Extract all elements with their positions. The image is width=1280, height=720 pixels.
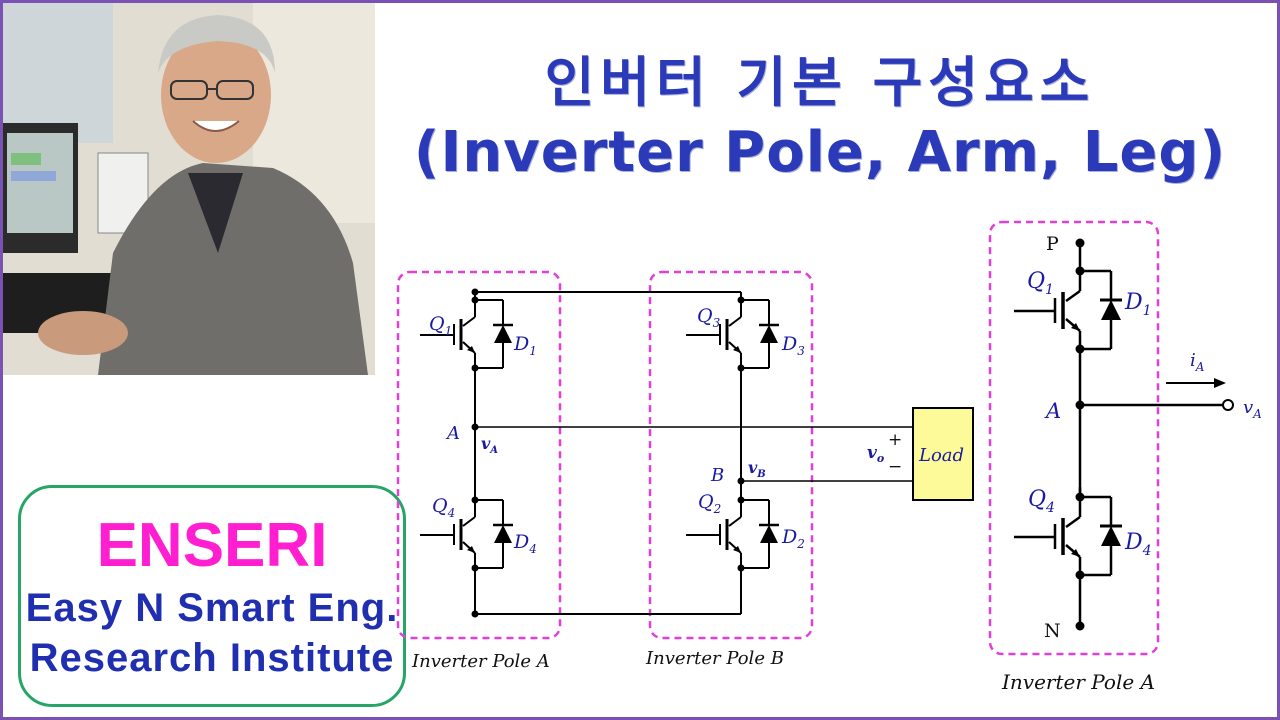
label-d3: D3	[781, 333, 805, 358]
label-vb: vB	[748, 458, 766, 480]
label-ia: iA	[1190, 350, 1205, 374]
label-node-b: B	[710, 465, 724, 486]
label-vo: vo	[867, 443, 884, 465]
title-english: (Inverter Pole, Arm, Leg)	[413, 120, 1227, 185]
label-node-a: A	[445, 423, 460, 444]
switch-q3	[684, 290, 781, 373]
label-output-va: vA	[1243, 397, 1262, 421]
pole-a-dashed-box	[396, 270, 562, 640]
label-d1: D1	[513, 333, 537, 358]
label-q4: Q4	[432, 495, 455, 520]
load-label: Load	[918, 445, 964, 466]
logo-name: ENSERI	[96, 511, 328, 580]
load-plus: +	[888, 430, 902, 450]
load-box	[912, 407, 974, 501]
single-label-q4: Q4	[1028, 487, 1055, 516]
load-minus: −	[888, 457, 902, 477]
single-label-d4: D4	[1124, 530, 1152, 559]
label-d2: D2	[781, 526, 805, 551]
caption-pole-b: Inverter Pole B	[645, 648, 784, 669]
label-p: P	[1046, 233, 1059, 255]
label-q1: Q1	[429, 313, 452, 338]
pole-b-dashed-box	[648, 270, 814, 640]
enseri-logo-box: ENSERI Easy N Smart Eng. Research Instit…	[18, 485, 406, 707]
output-terminal	[1222, 399, 1234, 411]
label-n: N	[1044, 620, 1061, 642]
single-label-node-a: A	[1044, 399, 1061, 423]
single-pole-dashed-box	[988, 220, 1160, 656]
logo-tagline-1: Easy N Smart Eng.	[25, 586, 399, 630]
title-korean: 인버터 기본 구성요소	[544, 51, 1096, 114]
single-label-q1: Q1	[1027, 269, 1054, 298]
label-q2: Q2	[698, 491, 721, 516]
logo-tagline-2: Research Institute	[29, 636, 395, 680]
caption-single-pole: Inverter Pole A	[1001, 670, 1155, 694]
terminal-n	[1075, 621, 1085, 631]
caption-pole-a: Inverter Pole A	[411, 651, 550, 672]
presenter-photo	[3, 3, 375, 375]
label-va: vA	[481, 434, 498, 456]
single-label-d1: D1	[1124, 290, 1152, 319]
label-q3: Q3	[697, 305, 721, 330]
label-d4: D4	[513, 531, 537, 556]
